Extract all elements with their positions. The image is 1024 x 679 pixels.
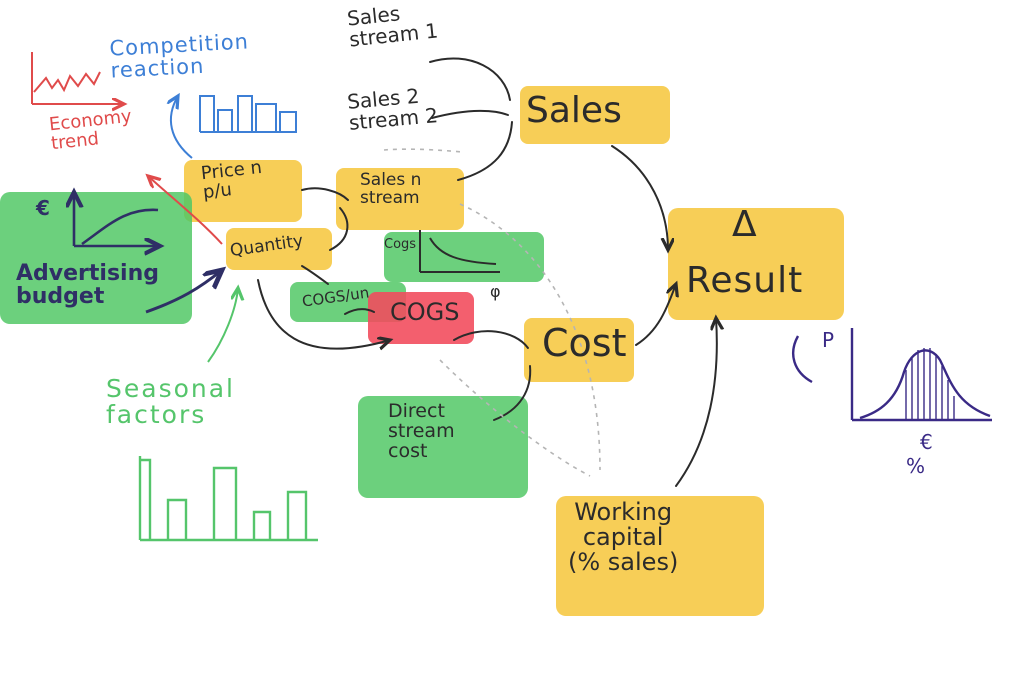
arrow-quantity-to-stream <box>329 207 349 251</box>
label-sales-stream-1: Sales stream 1 <box>345 1 440 52</box>
label-result: Result <box>686 260 804 301</box>
advertising-curve <box>81 208 159 246</box>
arrow-price-to-stream <box>301 187 349 201</box>
economy-trend-chart <box>31 52 124 104</box>
arrow-stream2-to-sales <box>431 109 509 119</box>
highlight-direct-cost <box>358 396 528 498</box>
highlight-working-capital <box>556 496 764 616</box>
arrow-cogs-to-cost <box>453 330 529 349</box>
arrow-advertising-to-quantity <box>145 270 222 314</box>
arrow-wc-to-result <box>675 318 717 487</box>
label-cost: Cost <box>542 321 627 365</box>
economy-line <box>33 71 101 93</box>
label-phi: φ <box>490 282 501 301</box>
arrow-seasonal-to-quantity <box>207 288 238 363</box>
seasonal-bars <box>140 458 308 540</box>
label-sales-stream-2: Sales 2 stream 2 <box>346 83 439 135</box>
cogs-curve-chart <box>419 230 500 273</box>
label-seasonal-factors: Seasonal factors <box>106 374 236 430</box>
arrow-stream1-to-sales <box>429 57 511 101</box>
arrow-cost-to-result <box>635 284 676 346</box>
highlights <box>0 86 844 616</box>
arrow-streamn-to-sales <box>457 121 513 181</box>
advertising-chart <box>74 192 160 246</box>
seasonal-chart <box>138 456 318 542</box>
label-working-capital: Working capital (% sales) <box>568 498 679 577</box>
label-advertising-budget: Advertising budget <box>16 261 159 310</box>
highlight-cogs <box>368 292 474 344</box>
arrow-cogsun-to-cogs <box>344 308 375 315</box>
label-delta: Δ <box>732 204 757 245</box>
dashed-stream-top <box>383 148 463 153</box>
highlight-result <box>668 208 844 320</box>
highlight-cogs-curve <box>384 232 544 282</box>
highlight-advertising <box>0 192 192 324</box>
dashed-cogs-to-wc <box>439 359 591 477</box>
label-direct-stream-cost: Direct stream cost <box>388 400 455 462</box>
highlight-sales-stream-n <box>336 168 464 230</box>
label-sales-stream-n: Sales n stream <box>360 170 422 208</box>
highlight-cost <box>524 318 634 382</box>
label-prob-euro: € <box>920 430 933 454</box>
prob-curve <box>859 349 991 420</box>
arrow-quantity-to-cogsun <box>301 265 329 285</box>
dashed-links <box>383 148 601 477</box>
label-cogs-small: Cogs <box>384 237 417 252</box>
connectors <box>257 57 717 487</box>
label-prob-p: P <box>822 328 835 352</box>
competition-chart <box>199 95 297 133</box>
arrow-direct-to-cost <box>493 365 532 421</box>
highlight-quantity <box>226 228 332 270</box>
arrow-economy-to-quantity <box>148 176 223 245</box>
highlight-sales <box>520 86 670 144</box>
probability-chart <box>850 328 992 422</box>
label-price: Price n p/u <box>199 156 263 203</box>
label-sales: Sales <box>526 90 622 131</box>
cogs-curve-line <box>429 237 497 265</box>
label-prob-percent: % <box>906 454 926 478</box>
arrow-sales-to-result <box>611 145 668 250</box>
highlight-price <box>184 160 302 222</box>
arrow-competition-to-price <box>171 96 193 159</box>
prob-bracket <box>792 335 813 384</box>
label-competition-reaction: Competition reaction <box>108 29 250 83</box>
label-cogs: COGS <box>390 298 460 326</box>
competition-bars <box>199 95 297 133</box>
label-euro-advertising: € <box>36 196 50 220</box>
prob-hatching <box>905 348 955 420</box>
arrow-quantity-to-cogs <box>257 279 390 349</box>
